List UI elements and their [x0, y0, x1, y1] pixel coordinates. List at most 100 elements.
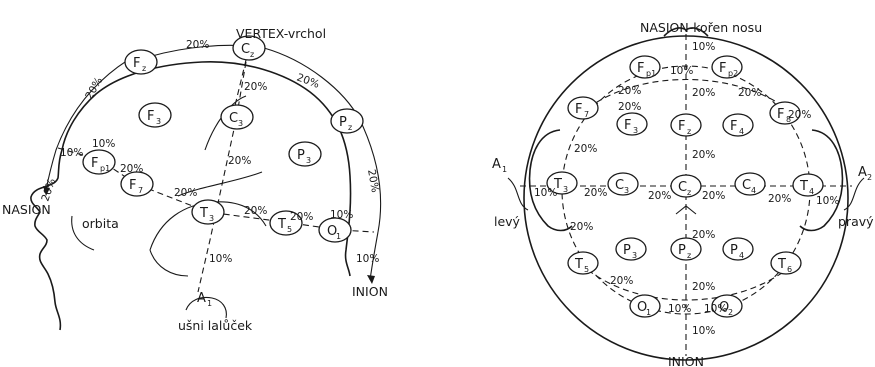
pct-label: 20% — [228, 155, 251, 167]
pct-label: 20% — [692, 87, 715, 99]
pct-label: 10% — [356, 253, 379, 265]
nose-mark — [663, 27, 709, 37]
electrode-subscript: 3 — [563, 185, 568, 194]
pct-label: 20% — [186, 39, 209, 51]
electrode-circle — [734, 172, 766, 196]
electrode-subscript: 4 — [739, 251, 744, 260]
pct-label: 20% — [610, 275, 633, 287]
pct-label: 10% — [330, 209, 353, 221]
arrow-head — [43, 186, 50, 196]
electrode-circle — [769, 101, 801, 125]
electrode-label: T — [553, 177, 562, 192]
pct-label: 20% — [692, 149, 715, 161]
electrode-circle — [318, 217, 352, 243]
pct-label: 10% — [816, 195, 839, 207]
electrode-label: P — [678, 243, 686, 258]
nasion-koren-label: NASION-kořen nosu — [640, 20, 762, 35]
electrode-circle — [792, 173, 824, 197]
electrode-circle — [124, 49, 158, 75]
electrode-subscript: z — [687, 188, 691, 197]
a1-sub: 1 — [502, 165, 507, 174]
pct-label: 10% — [60, 147, 83, 159]
face-detail — [71, 215, 95, 251]
pct-label: 20% — [365, 168, 381, 193]
pct-label: 20% — [692, 281, 715, 293]
electrode-circle — [670, 113, 702, 137]
electrode-circle — [711, 55, 743, 79]
pct-label: 10% — [692, 41, 715, 53]
electrode-circle — [722, 113, 754, 137]
electrode-label: C — [615, 178, 624, 193]
a2-curve — [843, 177, 865, 211]
electrode-subscript: 4 — [751, 186, 756, 195]
earlobe-label: ušni lalůček — [178, 318, 253, 333]
pct-label: 10% — [692, 325, 715, 337]
electrode-label: C — [241, 42, 250, 57]
electrode-subscript: 2 — [728, 308, 733, 317]
vertex-label: VERTEX-vrchol — [236, 26, 326, 41]
nasion-label: NASION — [2, 202, 51, 217]
electrode-circle — [82, 149, 116, 175]
electrode-label: C — [742, 178, 751, 193]
electrode-circle — [232, 35, 266, 61]
electrode-label: F — [575, 102, 582, 117]
electrode-subscript: 7 — [138, 186, 143, 195]
electrode-o1: O1 — [318, 217, 352, 243]
pct-label: 20% — [618, 85, 641, 97]
electrode-label: T — [799, 179, 808, 194]
coronal-arc-2 — [587, 269, 787, 301]
electrode-circle — [220, 104, 254, 130]
electrode-subscript: 1 — [336, 232, 341, 241]
pct-label: 20% — [768, 193, 791, 205]
pct-label: 20% — [174, 187, 197, 199]
electrode-circle — [722, 237, 754, 261]
pct-label: 20% — [574, 143, 597, 155]
ear-detail-2 — [149, 249, 189, 277]
electrode-label: C — [229, 111, 238, 126]
electrode-circle — [138, 102, 172, 128]
pct-label: 20% — [570, 221, 593, 233]
pct-label: 20% — [692, 229, 715, 241]
dash-line-ear — [197, 61, 247, 293]
electrode-label: T — [277, 217, 286, 232]
electrode-circle — [191, 199, 225, 225]
electrode-label: F — [91, 156, 98, 171]
electrode-circle — [269, 210, 303, 236]
electrode-circle — [616, 112, 648, 136]
coronal-arc — [587, 79, 787, 109]
a1-sub: 1 — [207, 299, 212, 308]
electrode-subscript: z — [687, 251, 691, 260]
electrode-label: P — [339, 115, 347, 130]
electrode-o2: O2 — [711, 294, 743, 318]
left-ear — [528, 129, 573, 232]
electrode-subscript: 3 — [156, 117, 161, 126]
earlobe-curve — [185, 296, 227, 319]
electrode-circle — [330, 108, 364, 134]
pct-label: 20% — [244, 81, 267, 93]
pct-label: 10% — [668, 303, 691, 315]
electrode-label: P — [730, 243, 738, 258]
electrode-subscript: 3 — [633, 126, 638, 135]
a2-sub: 2 — [867, 173, 872, 182]
inion-label: INION — [668, 354, 704, 367]
electrode-subscript: 6 — [787, 265, 792, 274]
pct-label: 20% — [120, 163, 143, 175]
electrode-subscript: 3 — [624, 186, 629, 195]
